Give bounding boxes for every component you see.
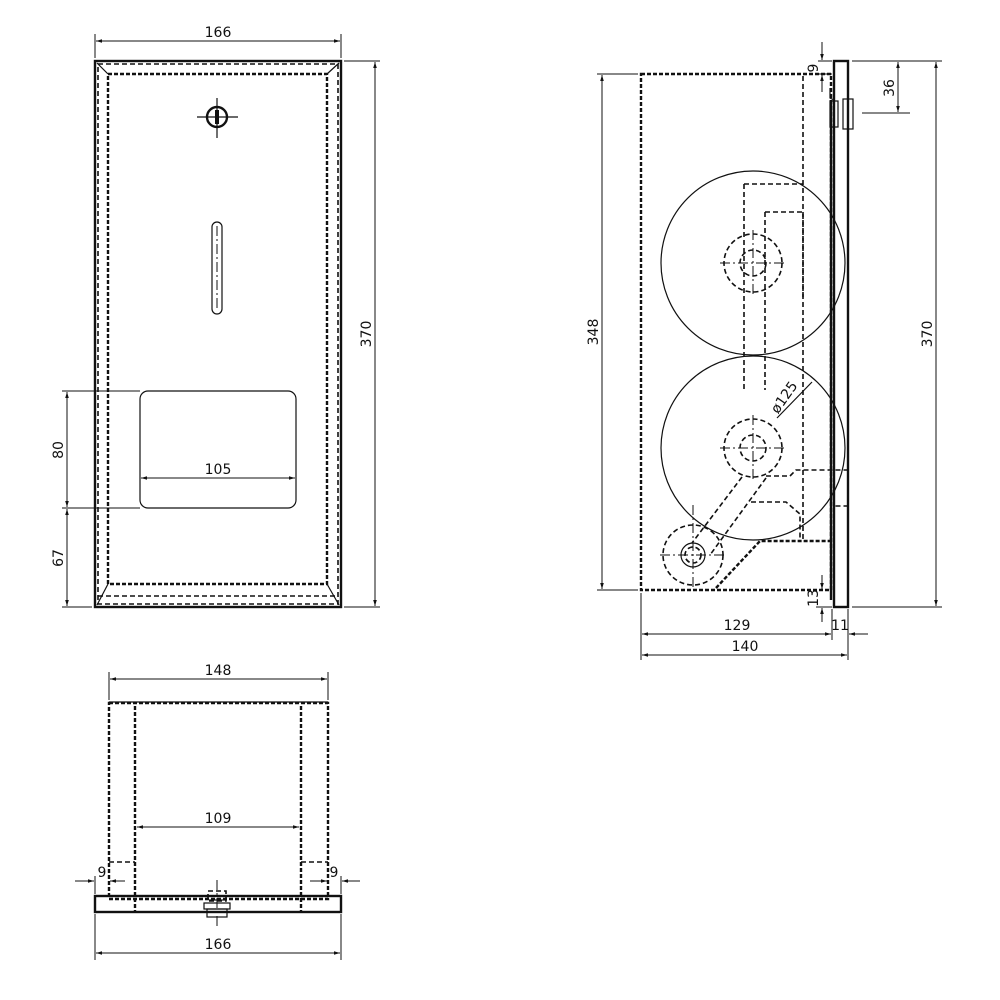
dim-bottom-lip: 13 <box>806 589 822 607</box>
dispensing-window <box>139 390 297 509</box>
dim-side-inner-height: 348 <box>586 319 602 346</box>
dim-top-offset: 9 <box>806 64 822 73</box>
side-view: ø125 348 370 36 9 <box>586 42 942 660</box>
front-inner-panel <box>106 72 329 586</box>
top-view: 148 109 9 9 166 <box>75 663 360 960</box>
dim-total-depth: 140 <box>732 639 759 655</box>
dim-side-total-height: 370 <box>920 321 936 348</box>
dim-top-total-width: 166 <box>205 937 232 953</box>
dim-flange-depth: 11 <box>831 618 849 634</box>
top-base-plate <box>93 894 343 914</box>
lock-icon <box>197 98 238 138</box>
dim-window-height: 80 <box>51 441 67 459</box>
dim-front-width: 166 <box>205 25 232 41</box>
dim-lock-offset: 36 <box>882 79 898 97</box>
dim-left-flange: 9 <box>98 865 107 881</box>
side-cover-plate <box>832 59 850 609</box>
top-lock-icon <box>203 880 231 928</box>
dim-window-width: 105 <box>205 462 232 478</box>
lower-roll <box>660 355 846 541</box>
top-outer-body <box>107 701 330 901</box>
dim-top-outer-width: 148 <box>205 663 232 679</box>
front-view: 166 370 105 80 67 <box>51 25 380 609</box>
dim-body-depth: 129 <box>724 618 751 634</box>
front-outer-frame <box>93 59 343 609</box>
dim-front-height: 370 <box>359 321 375 348</box>
dim-top-inner-width: 109 <box>205 811 232 827</box>
upper-roll <box>660 170 846 356</box>
level-indicator-slot <box>211 221 223 315</box>
dim-right-flange: 9 <box>330 865 339 881</box>
dim-window-bottom-offset: 67 <box>51 549 67 567</box>
